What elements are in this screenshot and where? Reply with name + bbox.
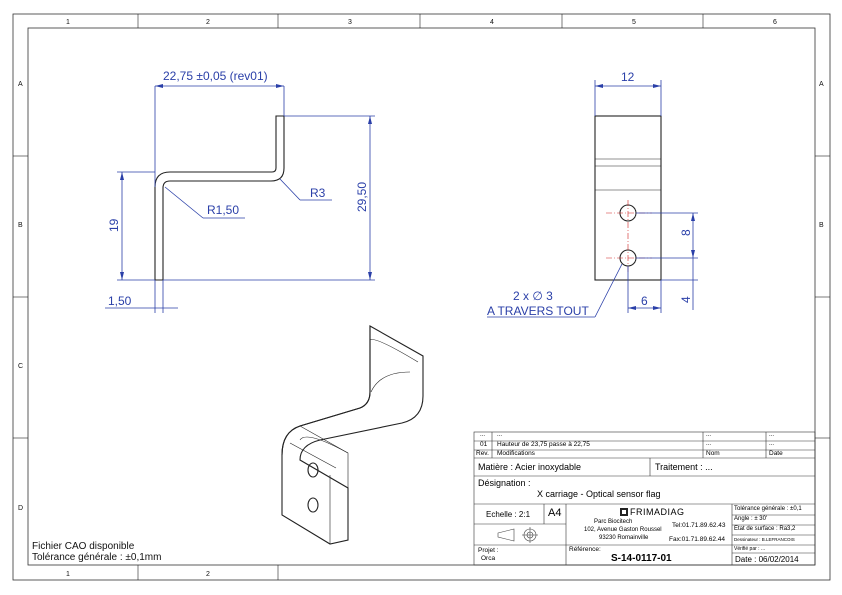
scale: Echelle : 2:1 bbox=[486, 510, 531, 519]
general-tolerance: Tolérance générale : ±0,1 bbox=[734, 506, 802, 512]
cad-file-note: Fichier CAO disponible bbox=[32, 541, 135, 552]
angle-tolerance: Angle : ± 30' bbox=[734, 516, 768, 522]
row-label-right-b: B bbox=[819, 222, 824, 229]
hole-edge-side-dim: 6 bbox=[641, 294, 648, 308]
project: Orca bbox=[481, 555, 496, 562]
col-label-2: 2 bbox=[206, 19, 210, 26]
projection-symbol bbox=[497, 527, 538, 543]
designer: Dessinateur : B.LEFRANCOIS bbox=[734, 537, 795, 542]
rev-row-1-modif: Hauteur de 23,75 passe à 22,75 bbox=[497, 441, 590, 448]
rev-row-0-date: ... bbox=[769, 432, 775, 438]
designation-label: Désignation : bbox=[478, 478, 531, 488]
title-block bbox=[473, 431, 816, 566]
reference-label: Référence: bbox=[569, 546, 601, 553]
col-label-bottom-1: 1 bbox=[66, 571, 70, 578]
rev-row-1-rev: 01 bbox=[480, 441, 488, 448]
tolerance-note: Tolérance générale : ±0,1mm bbox=[32, 552, 162, 563]
hole-spacing-dim: 8 bbox=[679, 229, 693, 236]
rev-row-1-nom: ... bbox=[706, 441, 712, 447]
address-1: Parc Biocitech bbox=[594, 519, 633, 525]
thickness-dim-text: 1,50 bbox=[108, 294, 132, 308]
material: Matière : Acier inoxydable bbox=[478, 462, 582, 472]
border-labels: 1 2 3 4 5 6 1 2 A B C D A B bbox=[18, 19, 824, 578]
bend-outer-radius: R3 bbox=[310, 186, 326, 200]
checked-by: Vérifié par : ... bbox=[734, 546, 766, 552]
inner-frame bbox=[27, 27, 816, 566]
col-label-bottom-2: 2 bbox=[206, 571, 210, 578]
rev-row-1-date: ... bbox=[769, 441, 775, 447]
reference: S-14-0117-01 bbox=[611, 553, 672, 564]
row-label-right-a: A bbox=[819, 81, 824, 88]
row-label-c: C bbox=[18, 363, 23, 370]
address-3: 93230 Romainville bbox=[599, 535, 649, 541]
date: Date : 06/02/2014 bbox=[735, 555, 799, 564]
company-name: FRIMADIAG bbox=[630, 507, 685, 517]
col-label-3: 3 bbox=[348, 19, 352, 26]
treatment: Traitement : ... bbox=[655, 462, 713, 472]
isometric-view bbox=[281, 325, 424, 545]
rev-header-nom: Nom bbox=[706, 450, 720, 457]
hole-edge-bottom-dim: 4 bbox=[679, 296, 693, 303]
phone: Tel:01.71.89.62.43 bbox=[672, 522, 726, 529]
side-view: 12 8 4 6 2 x ∅ 3 A TRAVERS TOUT bbox=[487, 70, 698, 318]
paper-format: A4 bbox=[548, 507, 562, 519]
row-label-b: B bbox=[18, 222, 23, 229]
designation: X carriage - Optical sensor flag bbox=[537, 489, 661, 499]
address-2: 102, Avenue Gaston Roussel bbox=[584, 527, 662, 533]
rev-row-0-nom: ... bbox=[706, 432, 712, 438]
rev-header-modif: Modifications bbox=[497, 450, 535, 457]
iso-hole-lower bbox=[307, 497, 319, 513]
company-logo bbox=[620, 508, 628, 516]
col-label-5: 5 bbox=[632, 19, 636, 26]
row-label-a: A bbox=[18, 81, 23, 88]
width-dim-text: 22,75 ±0,05 (rev01) bbox=[163, 69, 268, 83]
rev-header-rev: Rev. bbox=[476, 450, 489, 457]
front-view: 22,75 ±0,05 (rev01) 29,50 19 1,50 R1,50 … bbox=[105, 69, 375, 313]
bend-inner-radius: R1,50 bbox=[207, 203, 239, 217]
col-label-4: 4 bbox=[490, 19, 494, 26]
rev-row-0-modif: ... bbox=[497, 432, 503, 438]
left-height-dim-text: 19 bbox=[107, 218, 121, 232]
fax: Fax:01.71.89.62.44 bbox=[669, 536, 726, 543]
height-dim-text: 29,50 bbox=[355, 182, 369, 212]
holes-note-1: 2 x ∅ 3 bbox=[513, 289, 553, 303]
iso-hole-upper bbox=[307, 462, 319, 478]
project-label: Projet : bbox=[478, 547, 499, 554]
rev-row-0-rev: ... bbox=[480, 432, 486, 438]
col-label-1: 1 bbox=[66, 19, 70, 26]
row-label-d: D bbox=[18, 505, 23, 512]
column-ticks bbox=[13, 14, 830, 580]
holes-note-2: A TRAVERS TOUT bbox=[487, 304, 589, 318]
col-label-6: 6 bbox=[773, 19, 777, 26]
surface-finish: Etat de surface : Ra3,2 bbox=[734, 526, 796, 532]
rev-header-date: Date bbox=[769, 450, 783, 457]
side-width-dim: 12 bbox=[621, 70, 635, 84]
